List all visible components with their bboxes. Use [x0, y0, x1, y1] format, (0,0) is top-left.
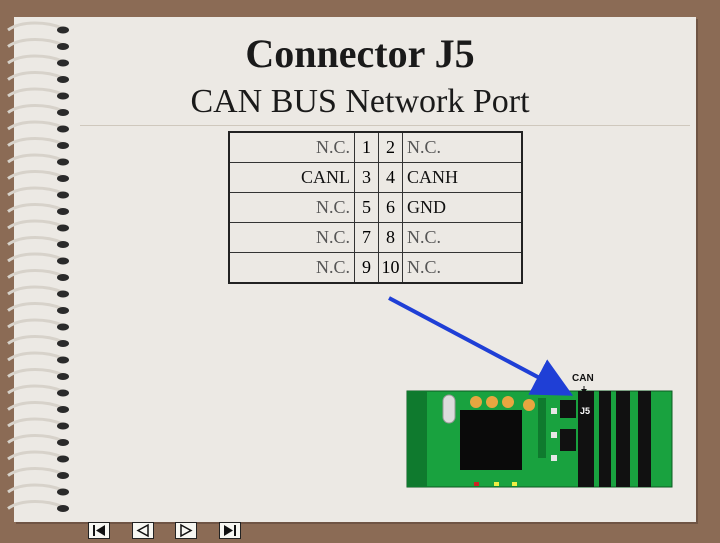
spiral-hole — [57, 125, 69, 133]
pin-number: 6 — [378, 192, 403, 223]
pin-number: 1 — [354, 131, 379, 163]
first-slide-icon — [93, 525, 105, 536]
pin-number: 3 — [354, 162, 379, 193]
pin-number: 4 — [378, 162, 403, 193]
spiral-coil — [7, 153, 63, 164]
spiral-hole — [57, 92, 69, 100]
spiral-hole — [57, 422, 69, 430]
pin-number: 2 — [378, 131, 403, 163]
spiral-coil — [7, 302, 63, 312]
spiral-hole — [57, 290, 69, 298]
spiral-hole — [57, 109, 69, 116]
spiral-hole — [57, 455, 69, 463]
spiral-coil — [7, 467, 63, 477]
spiral-coil — [7, 203, 63, 213]
spiral-hole — [57, 307, 69, 314]
spiral-coil — [7, 401, 63, 411]
pin-right-label: GND — [402, 192, 523, 223]
pin-left-label: N.C. — [228, 222, 355, 253]
slide-subtitle: CAN BUS Network Port — [190, 83, 530, 120]
spiral-coil — [7, 384, 63, 395]
spiral-coil — [7, 269, 63, 279]
spiral-coil — [7, 186, 63, 197]
slide-title: Connector J5 — [245, 31, 475, 76]
spiral-coil — [7, 219, 63, 230]
spiral-hole — [57, 274, 69, 281]
spiral-coil — [7, 236, 63, 246]
previous-slide-button[interactable] — [132, 522, 154, 539]
spiral-hole — [57, 389, 69, 397]
pin-number: 8 — [378, 222, 403, 253]
spiral-coil — [7, 170, 63, 180]
spiral-hole — [57, 26, 69, 34]
spiral-coil — [7, 252, 63, 263]
spiral-hole — [57, 472, 69, 479]
pin-right-label: N.C. — [402, 252, 523, 284]
spiral-coil — [7, 71, 63, 81]
spiral-hole — [57, 158, 69, 166]
spiral-hole — [57, 323, 69, 331]
spiral-hole — [57, 59, 69, 67]
title-divider — [80, 125, 690, 126]
spiral-coil — [7, 335, 63, 345]
pin-number: 9 — [354, 252, 379, 284]
spiral-coil — [7, 500, 63, 510]
spiral-hole — [57, 505, 69, 512]
spiral-coil — [7, 368, 63, 378]
first-slide-button[interactable] — [88, 522, 110, 539]
spiral-hole — [57, 488, 69, 496]
spiral-coil — [7, 137, 63, 147]
spiral-hole — [57, 76, 69, 83]
spiral-coil — [7, 351, 63, 362]
spiral-coil — [7, 417, 63, 428]
spiral-hole — [57, 142, 69, 149]
previous-slide-icon — [136, 523, 149, 538]
spiral-coil — [7, 318, 63, 329]
spiral-hole — [57, 406, 69, 413]
last-slide-button[interactable] — [219, 522, 241, 539]
pin-right-label: N.C. — [402, 222, 523, 253]
next-slide-button[interactable] — [175, 522, 197, 539]
spiral-coil — [7, 120, 63, 131]
pin-right-label: CANH — [402, 162, 523, 193]
spiral-coil — [7, 285, 63, 296]
spiral-hole — [57, 340, 69, 347]
spiral-hole — [57, 373, 69, 380]
spiral-hole — [57, 43, 69, 50]
spiral-hole — [57, 356, 69, 364]
spiral-coil — [7, 434, 63, 444]
spiral-hole — [57, 224, 69, 232]
pin-left-label: N.C. — [228, 192, 355, 223]
pin-left-label: N.C. — [228, 131, 355, 163]
spiral-hole — [57, 241, 69, 248]
pin-number: 5 — [354, 192, 379, 223]
spiral-coil — [7, 87, 63, 98]
pin-number: 10 — [378, 252, 403, 284]
spiral-hole — [57, 191, 69, 199]
spiral-coil — [7, 450, 63, 461]
pin-number: 7 — [354, 222, 379, 253]
spiral-coil — [7, 104, 63, 114]
spiral-coil — [7, 21, 63, 32]
spiral-hole — [57, 208, 69, 215]
pin-right-label: N.C. — [402, 131, 523, 163]
spiral-coil — [7, 38, 63, 48]
spiral-coil — [7, 483, 63, 494]
spiral-hole — [57, 257, 69, 265]
spiral-hole — [57, 439, 69, 446]
next-slide-icon — [180, 523, 193, 538]
pin-left-label: N.C. — [228, 252, 355, 284]
spiral-binding — [7, 21, 69, 512]
spiral-coil — [7, 54, 63, 65]
spiral-hole — [57, 175, 69, 182]
last-slide-icon — [224, 525, 236, 536]
pin-left-label: CANL — [228, 162, 355, 193]
